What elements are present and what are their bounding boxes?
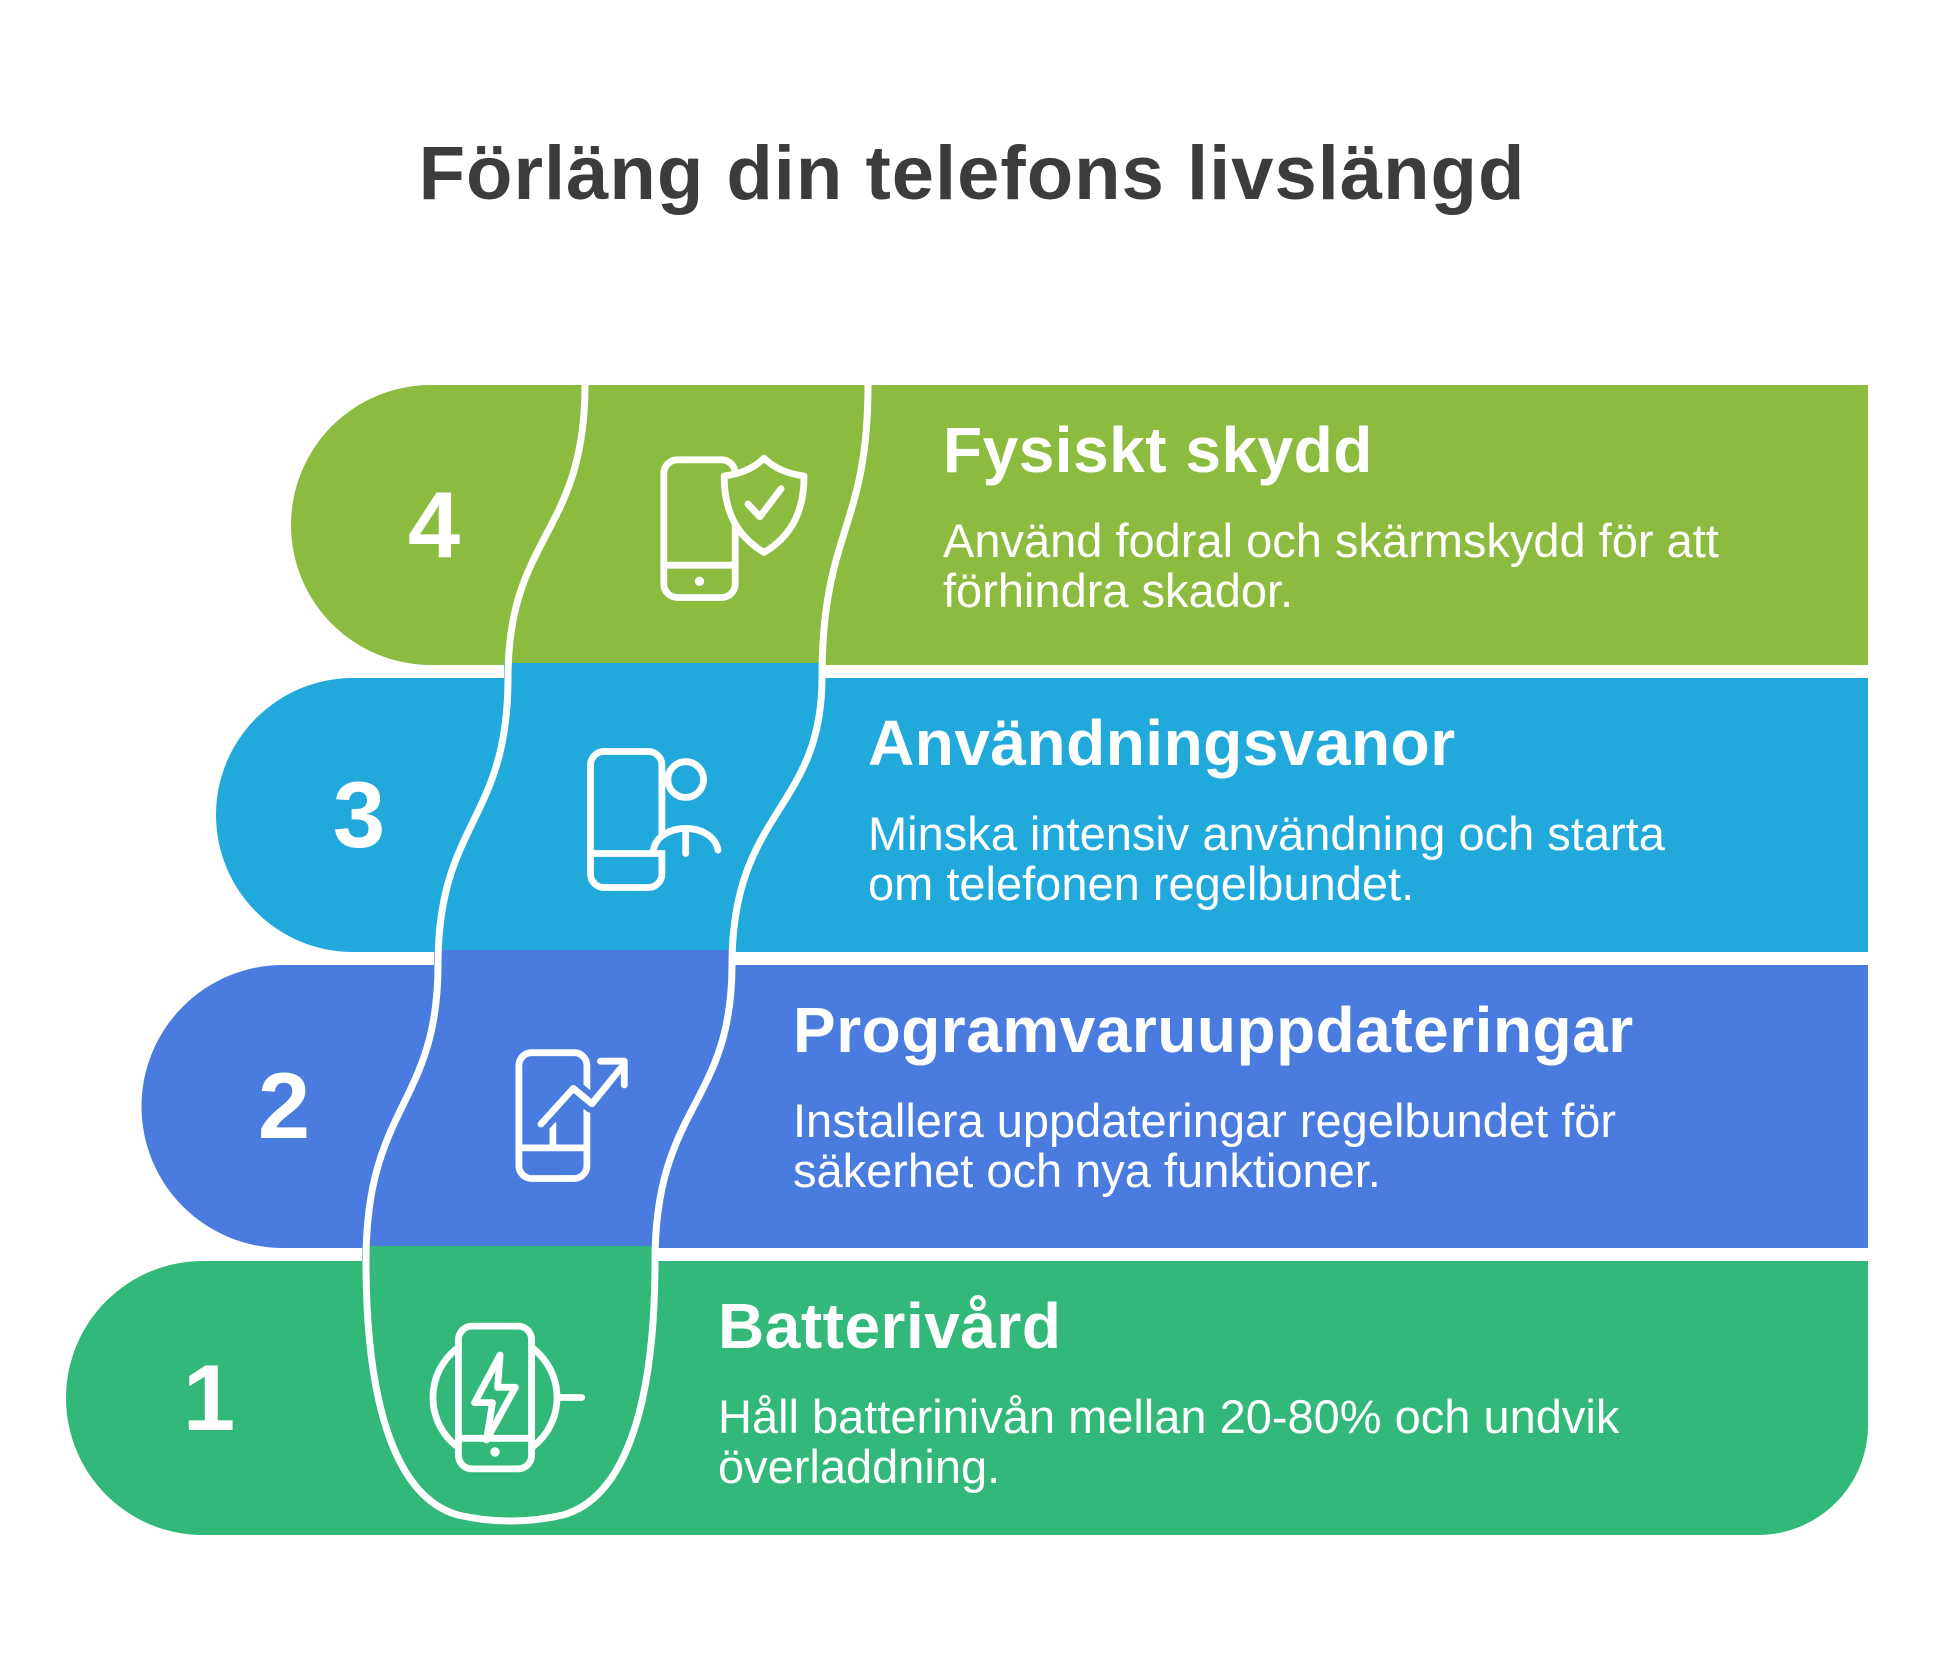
phone-home-dot (694, 576, 705, 587)
row-title-step4: Fysiskt skydd (943, 414, 1373, 486)
row-description-step4: Använd fodral och skärmskydd för att för… (943, 516, 1719, 616)
phone-shield-check-icon (660, 454, 808, 601)
description-line: Minska intensiv användning och starta (868, 807, 1665, 860)
row-title-step3: Användningsvanor (868, 707, 1456, 779)
row-title-step1: Batterivård (718, 1290, 1062, 1362)
channel-bridge-2-1 (362, 1246, 657, 1263)
lightning-bolt (471, 1351, 519, 1444)
trend-arrow-line (537, 1064, 625, 1128)
description-line: Installera uppdateringar regelbundet för (793, 1094, 1617, 1147)
row-description-step1: Håll batterinivån mellan 20-80% och undv… (718, 1392, 1619, 1492)
row-title-step2: Programvaruuppdateringar (793, 994, 1634, 1066)
row-description-step2: Installera uppdateringar regelbundet för… (793, 1096, 1616, 1196)
channel-divider-line (362, 384, 872, 1525)
step-number-2: 2 (257, 1053, 311, 1158)
description-line: om telefonen regelbundet. (868, 857, 1415, 910)
description-line: säkerhet och nya funktioner. (793, 1144, 1381, 1197)
step-number-1: 1 (182, 1345, 236, 1450)
description-line: Använd fodral och skärmskydd för att (943, 514, 1719, 567)
phone-wireless-charging-icon (429, 1322, 586, 1473)
step-number-3: 3 (332, 762, 386, 867)
phone-trend-up-icon (515, 1049, 629, 1182)
description-line: Håll batterinivån mellan 20-80% och undv… (718, 1390, 1620, 1443)
step-number-4: 4 (407, 472, 461, 577)
user-head (664, 758, 707, 801)
description-line: överladdning. (718, 1440, 1001, 1493)
description-line: förhindra skador. (943, 564, 1294, 617)
page-title: Förläng din telefons livslängd (418, 131, 1526, 216)
row-description-step3: Minska intensiv användning och starta om… (868, 809, 1665, 909)
channel-bridge-4-3 (504, 663, 824, 680)
check-mark (744, 485, 785, 521)
trend-arrow-head (597, 1057, 628, 1089)
channel-bridge-3-2 (434, 950, 734, 967)
shield-shape (720, 454, 808, 556)
phone-user-icon (587, 748, 722, 891)
phone-home-dot (490, 1447, 500, 1457)
